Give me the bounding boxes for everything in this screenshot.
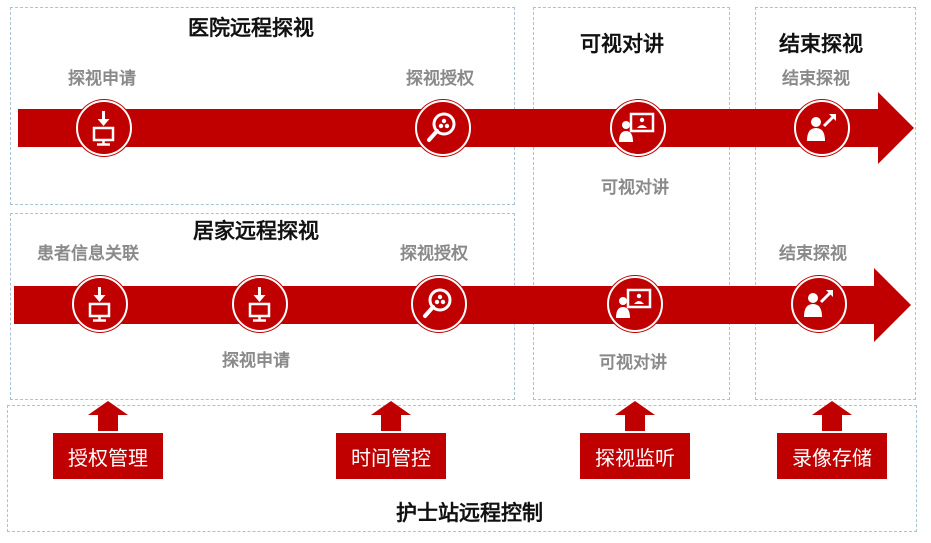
hospital-visit-section <box>10 7 515 205</box>
row2-authorize-label: 探视授权 <box>400 244 468 264</box>
up-arrow-icon <box>615 401 655 431</box>
time-control-box: 时间管控 <box>336 433 446 479</box>
row1-video-node <box>610 100 666 156</box>
row1-end-label: 结束探视 <box>782 69 850 89</box>
row2-end-node <box>791 276 847 332</box>
video-call-icon <box>619 112 655 142</box>
up-arrow-icon <box>371 401 411 431</box>
end-visit-section <box>755 7 916 400</box>
search-authorize-icon <box>423 288 452 318</box>
row1-apply-label: 探视申请 <box>68 69 136 89</box>
row2-apply-node <box>232 276 288 332</box>
row2-authorize-node <box>411 276 467 332</box>
row1-video-label: 可视对讲 <box>601 178 669 198</box>
row1-authorize-label: 探视授权 <box>406 69 474 89</box>
hospital-flow-arrow-head <box>878 92 914 164</box>
nurse-station-section <box>7 405 917 532</box>
download-screen-icon <box>88 287 111 322</box>
up-arrow-icon <box>812 401 852 431</box>
row1-end-node <box>794 100 850 156</box>
hospital-visit-title: 医院远程探视 <box>188 16 314 40</box>
row2-patient-link-label: 患者信息关联 <box>37 244 139 264</box>
download-screen-icon <box>248 287 271 322</box>
row1-apply-node <box>76 100 132 156</box>
row2-video-label: 可视对讲 <box>599 353 667 373</box>
video-call-icon <box>616 288 652 318</box>
home-visit-title: 居家远程探视 <box>193 219 319 243</box>
search-authorize-icon <box>427 112 456 142</box>
up-arrow-icon <box>88 401 128 431</box>
recording-storage-box: 录像存储 <box>777 433 887 479</box>
nurse-station-title: 护士站远程控制 <box>396 501 543 525</box>
home-flow-arrow-head <box>874 268 911 342</box>
row1-authorize-node <box>415 100 471 156</box>
visit-monitor-box: 探视监听 <box>580 433 690 479</box>
end-visit-icon <box>804 290 833 317</box>
end-visit-icon <box>807 114 836 141</box>
row2-patient-link-node <box>72 276 128 332</box>
video-intercom-title: 可视对讲 <box>580 32 664 56</box>
video-intercom-section <box>533 7 730 400</box>
end-visit-title: 结束探视 <box>779 32 863 56</box>
row2-end-label: 结束探视 <box>779 244 847 264</box>
download-screen-icon <box>92 111 115 146</box>
row2-apply-label: 探视申请 <box>222 351 290 371</box>
row2-video-node <box>607 276 663 332</box>
auth-management-box: 授权管理 <box>53 433 163 479</box>
